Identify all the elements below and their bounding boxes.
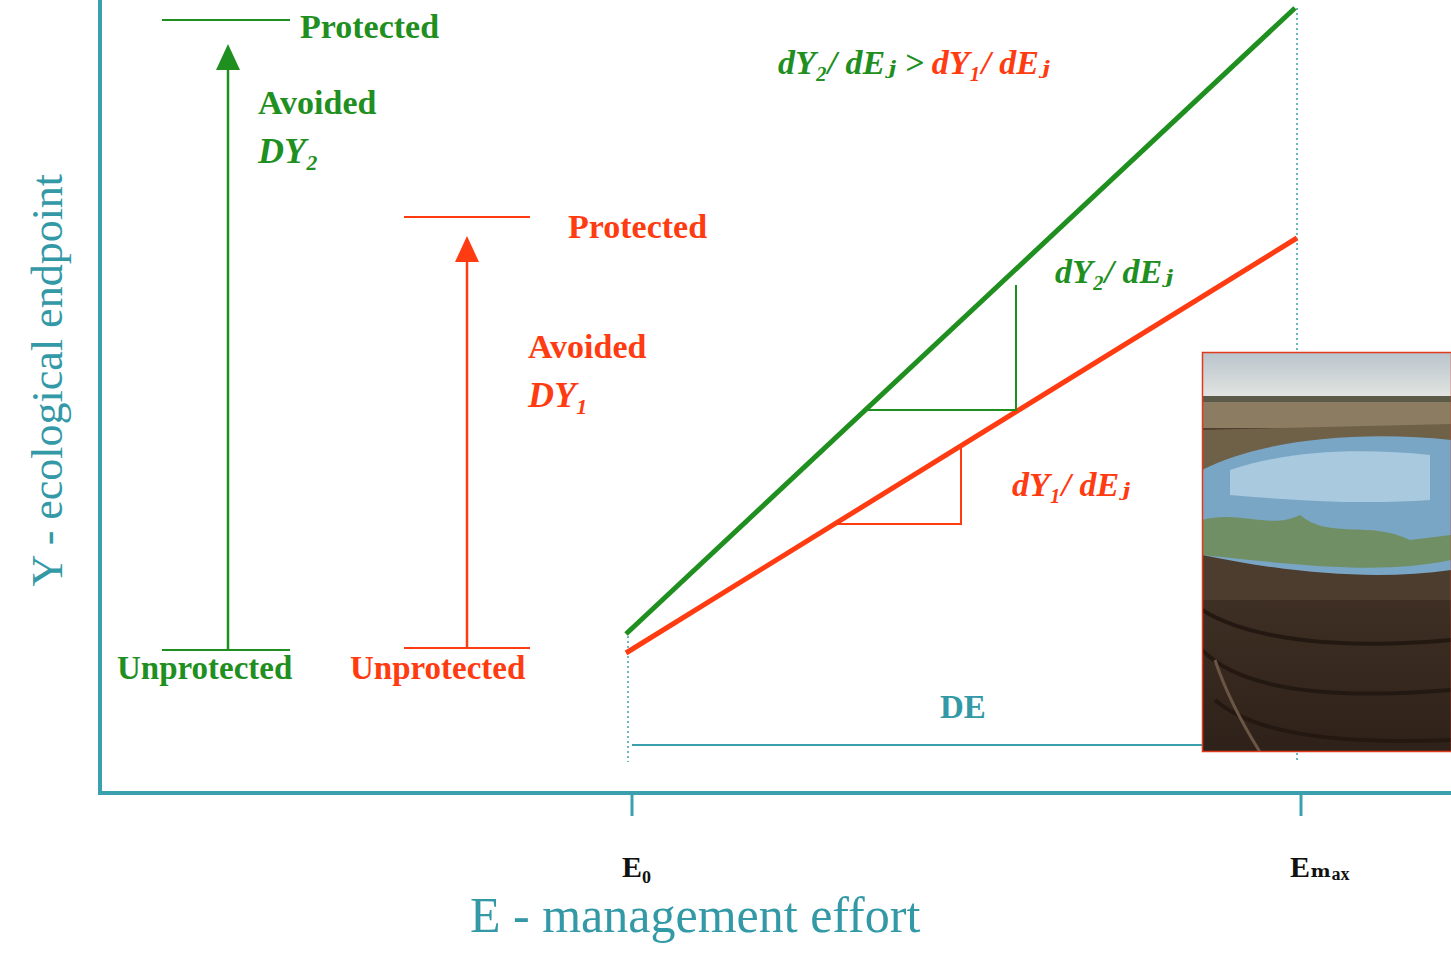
x-axis: [98, 791, 1451, 795]
y-axis: [98, 0, 102, 795]
axis-label: Y - ecological endpoint: [24, 174, 72, 587]
level-label: Protected: [568, 208, 707, 245]
axis-label: E - management effort: [470, 888, 920, 943]
level-label: Unprotected: [117, 650, 292, 686]
slope-comparison: dY₁/ dEⱼ: [932, 44, 1050, 81]
avoided-arrow: [227, 66, 230, 650]
axis-tick: [631, 793, 634, 816]
axis-tick: [1300, 793, 1303, 816]
wetland-photo: [1202, 352, 1451, 752]
avoided-value: DY₁: [528, 376, 589, 416]
photo-frame: [1203, 353, 1451, 752]
slope-triangle: [866, 285, 1016, 410]
level-label: Protected: [300, 8, 439, 45]
effort-label: DE: [940, 689, 986, 725]
arrow-head: [216, 44, 240, 70]
avoided-label: Avoided: [258, 84, 376, 121]
slope-label: dY₂/ dEⱼ: [1055, 253, 1173, 290]
level-label: Unprotected: [350, 650, 525, 686]
slope-label: dY₁/ dEⱼ: [1012, 466, 1130, 503]
arrow-head: [455, 236, 479, 262]
avoided-arrow: [466, 258, 469, 648]
slope-triangle: [835, 448, 961, 524]
tick-label: E₀: [622, 850, 651, 883]
level-tick: [162, 19, 290, 21]
effort-arrow: [632, 744, 1282, 746]
avoided-value: DY₂: [258, 132, 319, 172]
response-line-green: [626, 8, 1295, 634]
response-line-red: [626, 238, 1297, 653]
slope-comparison: dY₂/ dEⱼ >: [778, 44, 924, 81]
tick-label: Eₘₐₓ: [1290, 850, 1349, 883]
level-tick: [404, 216, 530, 218]
avoided-label: Avoided: [528, 328, 646, 365]
